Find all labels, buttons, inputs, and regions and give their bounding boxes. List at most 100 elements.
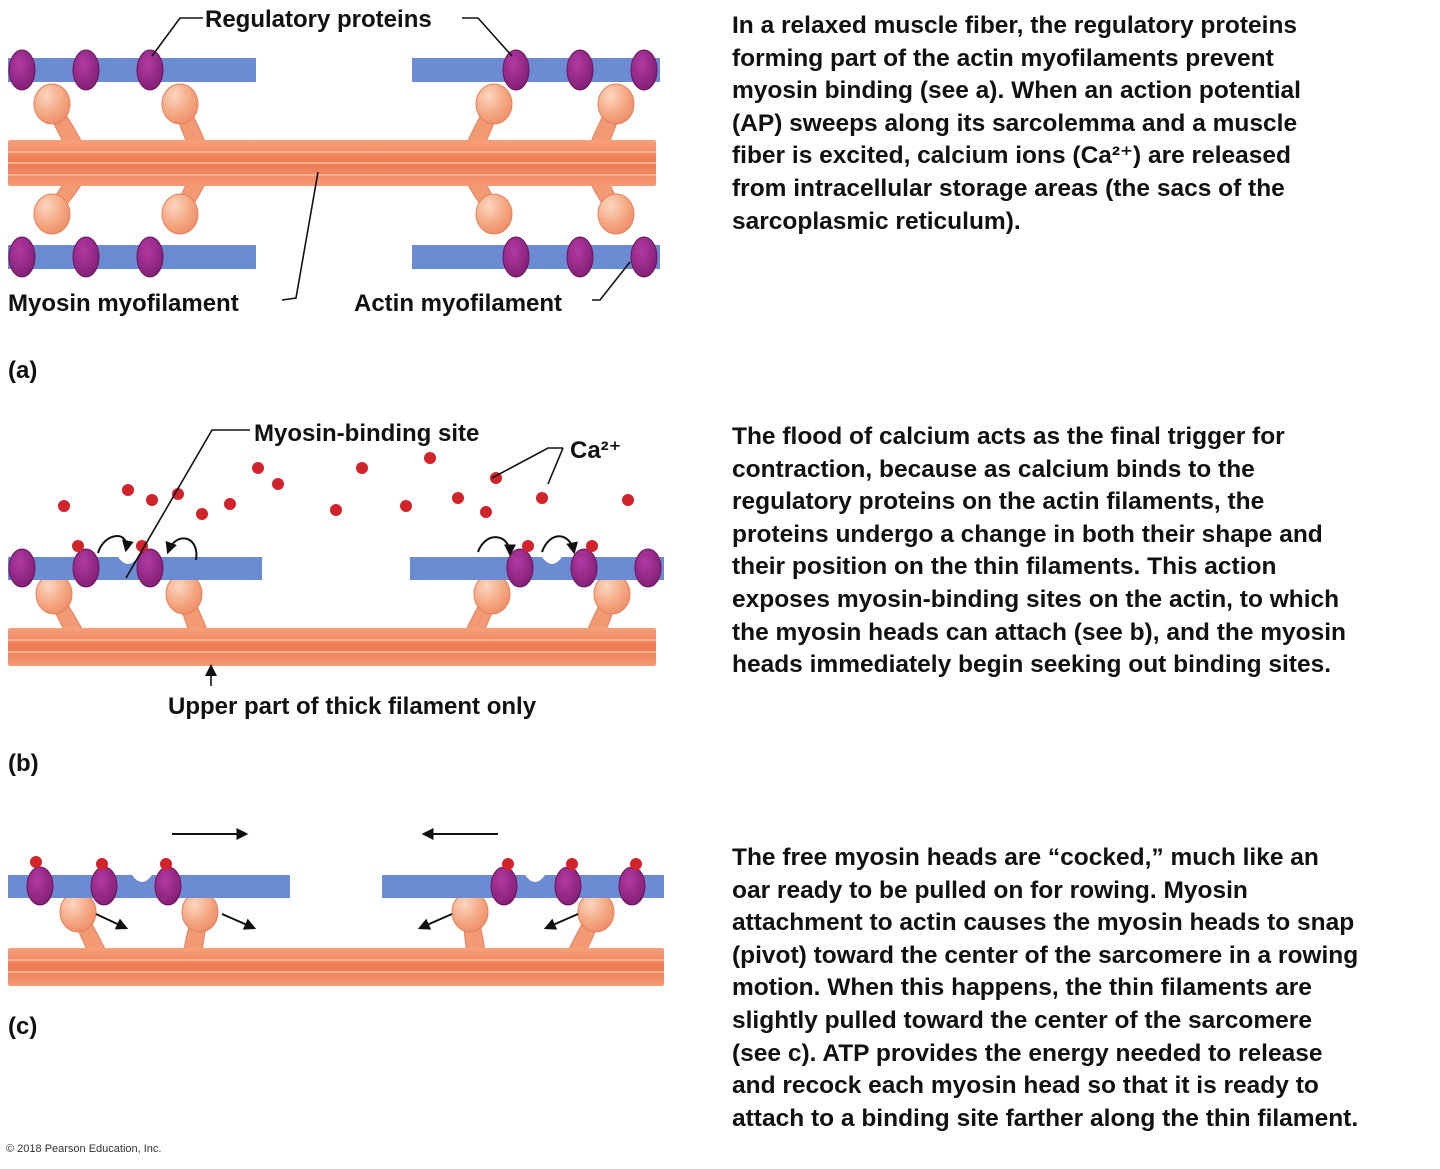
label-myosin-myofilament: Myosin myofilament <box>8 290 239 317</box>
regulatory-protein <box>90 866 118 906</box>
actin-filament-a-top-right <box>412 58 660 82</box>
panel-c: (c) <box>8 828 664 1040</box>
label-actin-myofilament: Actin myofilament <box>354 290 562 317</box>
regulatory-protein <box>502 236 530 278</box>
calcium-ion <box>630 858 642 870</box>
calcium-ion <box>480 506 492 518</box>
desc-line: slightly pulled toward the center of the… <box>732 1006 1312 1034</box>
panel-c-tag: (c) <box>8 1013 37 1040</box>
regulatory-protein <box>8 548 36 588</box>
regulatory-protein <box>570 548 598 588</box>
calcium-ion <box>622 494 634 506</box>
calcium-ion <box>96 858 108 870</box>
desc-line: myosin binding (see a). When an action p… <box>732 77 1301 105</box>
regulatory-protein <box>72 49 100 91</box>
desc-line: fiber is excited, calcium ions (Ca²⁺) ar… <box>732 142 1291 170</box>
calcium-ion <box>586 540 598 552</box>
actin-filament-c-right <box>382 875 664 898</box>
thick-filament-c <box>8 948 664 986</box>
regulatory-protein <box>506 548 534 588</box>
regulatory-protein <box>502 49 530 91</box>
panel-a: Regulatory proteins Myosin myofilament A… <box>8 6 660 384</box>
label-calcium: Ca²⁺ <box>570 437 621 464</box>
panel-b-regulatory-proteins <box>8 548 662 588</box>
actin-filament-b-right <box>410 557 664 580</box>
regulatory-protein <box>566 236 594 278</box>
calcium-ion <box>330 504 342 516</box>
calcium-ion <box>146 494 158 506</box>
desc-line: and recock each myosin head so that it i… <box>732 1072 1319 1100</box>
actin-filament-a-bottom-right <box>412 245 660 269</box>
desc-line: from intracellular storage areas (the sa… <box>732 174 1285 202</box>
calcium-ion <box>72 540 84 552</box>
label-regulatory-proteins: Regulatory proteins <box>205 6 432 33</box>
desc-line: their position on the thin filaments. Th… <box>732 553 1277 581</box>
panel-c-description: The free myosin heads are “cocked,” much… <box>732 842 1432 1135</box>
actin-filament-a-top-left <box>8 58 256 82</box>
desc-line: The free myosin heads are “cocked,” much… <box>732 844 1319 871</box>
desc-line: motion. When this happens, the thin fila… <box>732 974 1312 1002</box>
myosin-head-bulb <box>161 83 199 125</box>
thick-filament-a-stripes <box>8 151 656 176</box>
regulatory-protein <box>154 866 182 906</box>
binding-site-notches-b <box>118 557 562 564</box>
regulatory-protein <box>554 866 582 906</box>
panel-b-leader-lines <box>125 429 564 686</box>
panel-b-calcium-ions <box>58 452 634 552</box>
desc-line: regulatory proteins on the actin filamen… <box>732 488 1265 516</box>
calcium-ion <box>122 484 134 496</box>
regulatory-protein <box>136 548 164 588</box>
myosin-head-bulb <box>33 193 71 235</box>
calcium-ion <box>136 540 148 552</box>
desc-line: The flood of calcium acts as the final t… <box>732 423 1285 450</box>
calcium-ion <box>172 488 184 500</box>
calcium-ion <box>356 462 368 474</box>
desc-line: (pivot) toward the center of the sarcome… <box>732 941 1359 969</box>
binding-site-notches-c <box>132 875 545 882</box>
actin-filament-b-left <box>8 557 262 580</box>
regulatory-protein <box>634 548 662 588</box>
calcium-ion <box>522 540 534 552</box>
calcium-ion <box>252 462 264 474</box>
regulatory-protein <box>618 866 646 906</box>
calcium-ion <box>400 500 412 512</box>
calcium-ion <box>30 856 42 868</box>
label-myosin-binding-site: Myosin-binding site <box>254 420 479 447</box>
copyright-notice: © 2018 Pearson Education, Inc. <box>6 1143 162 1155</box>
calcium-ion <box>502 858 514 870</box>
calcium-ion <box>160 858 172 870</box>
desc-line: sarcoplasmic reticulum). <box>732 207 1021 235</box>
thick-pointer-arrowhead <box>205 664 217 676</box>
desc-line: exposes myosin-binding sites on the acti… <box>732 585 1340 613</box>
thick-filament-b <box>8 628 656 666</box>
regulatory-protein <box>8 236 36 278</box>
calcium-ion <box>424 452 436 464</box>
calcium-ion <box>58 500 70 512</box>
regulatory-protein <box>72 548 100 588</box>
desc-line: In a relaxed muscle fiber, the regulator… <box>732 12 1298 39</box>
panel-c-regulatory-proteins <box>26 856 646 906</box>
panel-b-shift-arrows <box>97 535 578 561</box>
calcium-ion <box>536 492 548 504</box>
regulatory-protein <box>630 236 658 278</box>
calcium-ion <box>196 508 208 520</box>
desc-line: contraction, because as calcium binds to… <box>732 455 1255 483</box>
desc-line: the myosin heads can attach (see b), and… <box>732 618 1347 646</box>
label-upper-thick-filament: Upper part of thick filament only <box>168 693 537 720</box>
desc-line: oar ready to be pulled on for rowing. My… <box>732 876 1248 904</box>
myosin-head-bulb <box>475 83 513 125</box>
myosin-head-bulb <box>597 83 635 125</box>
regulatory-protein <box>136 236 164 278</box>
thick-filament-b-stripes <box>8 639 656 653</box>
regulatory-protein <box>490 866 518 906</box>
desc-line: forming part of the actin myofilaments p… <box>732 44 1274 72</box>
calcium-ion <box>566 858 578 870</box>
panel-c-pivot-arrows <box>95 913 579 930</box>
regulatory-protein <box>8 49 36 91</box>
regulatory-protein <box>26 866 54 906</box>
desc-line: heads immediately begin seeking out bind… <box>732 651 1332 679</box>
regulatory-protein <box>72 236 100 278</box>
panel-a-description: In a relaxed muscle fiber, the regulator… <box>732 10 1432 238</box>
regulatory-protein <box>566 49 594 91</box>
